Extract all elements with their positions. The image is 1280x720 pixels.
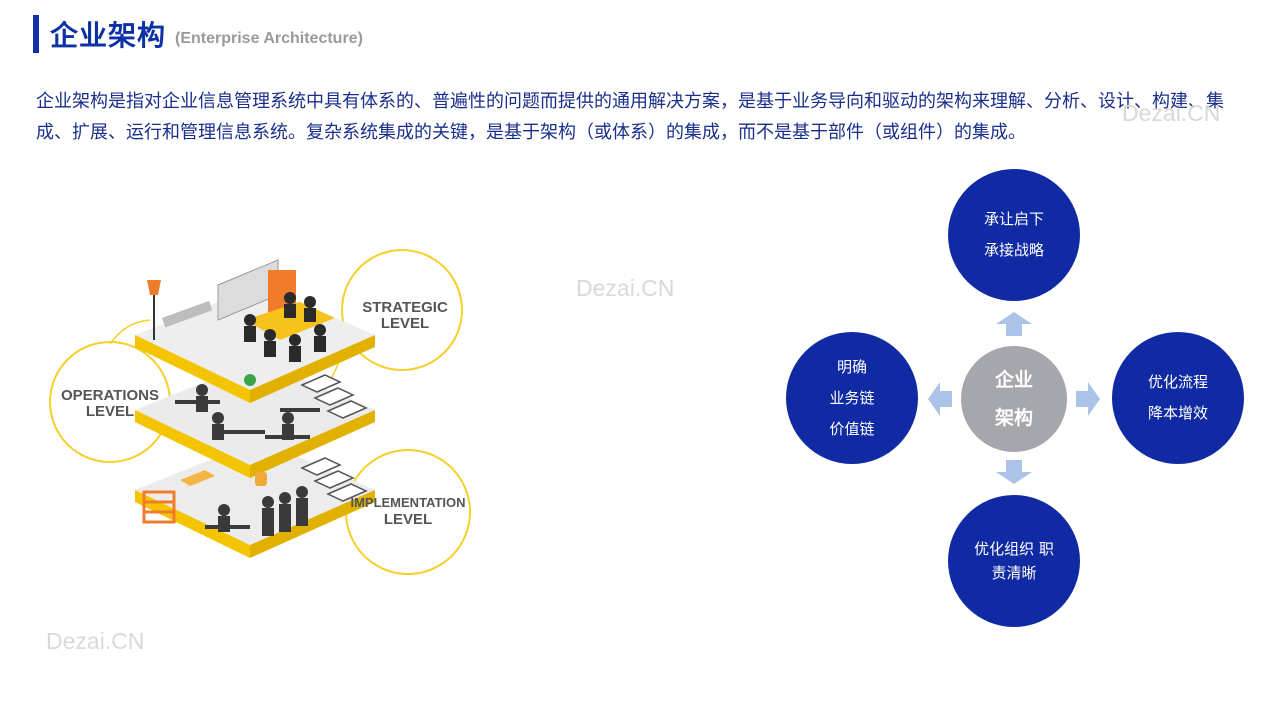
intro-paragraph: 企业架构是指对企业信息管理系统中具有体系的、普遍性的问题而提供的通用解决方案，是… bbox=[36, 91, 1224, 143]
center-line-2: 架构 bbox=[994, 407, 1033, 429]
arrow-up-icon bbox=[996, 312, 1032, 336]
arrow-right-icon bbox=[1076, 382, 1100, 416]
operations-label-level: LEVEL bbox=[86, 403, 134, 420]
watermark: Dezai.CN bbox=[46, 628, 145, 654]
arrow-down-icon bbox=[996, 460, 1032, 484]
process-circle: 优化流程 降本增效 bbox=[1112, 332, 1244, 464]
value-chain-line-1: 明确 bbox=[836, 357, 867, 376]
value-chain-line-3: 价值链 bbox=[829, 419, 875, 438]
organization-line-1: 优化组织 职 bbox=[974, 540, 1054, 558]
operations-label: OPERATIONS bbox=[61, 387, 159, 404]
title-accent-bar bbox=[33, 15, 39, 53]
arrow-left-icon bbox=[928, 382, 952, 416]
organization-line-2: 责清晰 bbox=[991, 564, 1037, 582]
implementation-label: IMPLEMENTATION bbox=[350, 495, 465, 510]
strategy-line-1: 承让启下 bbox=[983, 210, 1044, 228]
center-line-1: 企业 bbox=[994, 369, 1033, 391]
page-title: 企业架构 bbox=[50, 19, 167, 52]
process-line-2: 降本增效 bbox=[1147, 404, 1208, 422]
watermark: Dezai.CN bbox=[1122, 100, 1221, 126]
strategic-label: STRATEGIC bbox=[362, 299, 448, 316]
value-chain-circle: 明确 业务链 价值链 bbox=[786, 332, 918, 464]
strategic-label-level: LEVEL bbox=[381, 315, 429, 332]
strategy-circle: 承让启下 承接战略 bbox=[948, 169, 1080, 301]
center-circle: 企业 架构 bbox=[961, 346, 1067, 452]
process-line-1: 优化流程 bbox=[1147, 373, 1208, 391]
watermark: Dezai.CN bbox=[576, 275, 675, 301]
value-chain-line-2: 业务链 bbox=[829, 388, 875, 407]
page-subtitle: (Enterprise Architecture) bbox=[175, 30, 363, 47]
strategy-line-2: 承接战略 bbox=[983, 241, 1044, 259]
implementation-label-level: LEVEL bbox=[384, 511, 432, 528]
enterprise-levels-illustration: STRATEGIC LEVEL OPERATIONS LEVEL IMPLEME… bbox=[49, 249, 471, 575]
organization-circle: 优化组织 职 责清晰 bbox=[948, 495, 1080, 627]
